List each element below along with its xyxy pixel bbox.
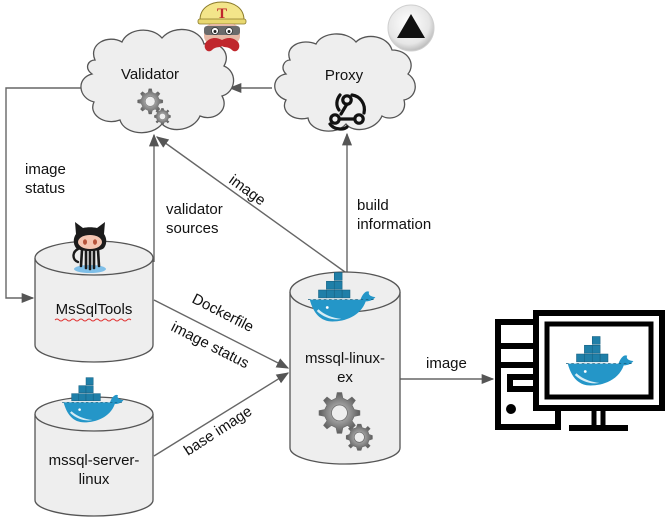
edge-mssqltools-to-mssql-linux-ex [153,299,290,369]
github-octocat-icon [72,222,107,273]
spellcheck-underline [54,318,132,322]
node-label-mssql-server-linux-2: linux [79,471,110,488]
node-computer[interactable] [495,310,665,431]
node-label-mssqltools: MsSqlTools [56,301,133,318]
cylinder-body [289,292,401,465]
node-mssqltools[interactable]: MsSqlTools [34,222,154,363]
travis-ci-mascot-icon: T [197,1,247,52]
cloud-shape [80,28,235,134]
edge-label-validator-sources-1: validator [166,201,223,218]
edge-label-base-image: base image [181,403,255,460]
edge-label-build-information-2: information [357,216,431,233]
edge-label-dockerfile: Dockerfile [189,290,256,335]
cloud-shape [274,33,416,132]
power-button-icon [506,404,516,414]
node-label-mssql-linux-ex-1: mssql-linux- [305,350,385,367]
svg-text:T: T [217,6,227,22]
node-mssql-server-linux[interactable]: mssql-server- linux [34,377,154,517]
node-validator[interactable]: Validator T [80,1,247,134]
node-label-proxy: Proxy [325,67,364,84]
edge-mssql-server-linux-to-mssql-linux-ex [153,372,290,457]
edge-label-image-status-2: status [25,180,65,197]
node-label-mssql-linux-ex-2: ex [337,369,353,386]
node-label-mssql-server-linux-1: mssql-server- [49,452,140,469]
edge-label-build-information-1: build [357,197,389,214]
edge-label-validator-sources-2: sources [166,220,219,237]
cylinder-body [34,414,154,517]
cylinder-body [34,258,154,363]
edge-mssql-linux-ex-to-validator [155,136,346,273]
node-mssql-linux-ex[interactable]: mssql-linux- ex [289,271,401,465]
node-label-validator: Validator [121,66,179,83]
webhook-icon [328,93,366,131]
edge-label-image-status-1: image [25,161,66,178]
edges [5,82,495,457]
node-proxy[interactable]: Proxy [274,4,435,132]
edge-validator-to-mssqltools [5,87,82,304]
triangle-logo-icon [387,4,435,52]
edge-label-image-to-computer: image [426,355,467,372]
